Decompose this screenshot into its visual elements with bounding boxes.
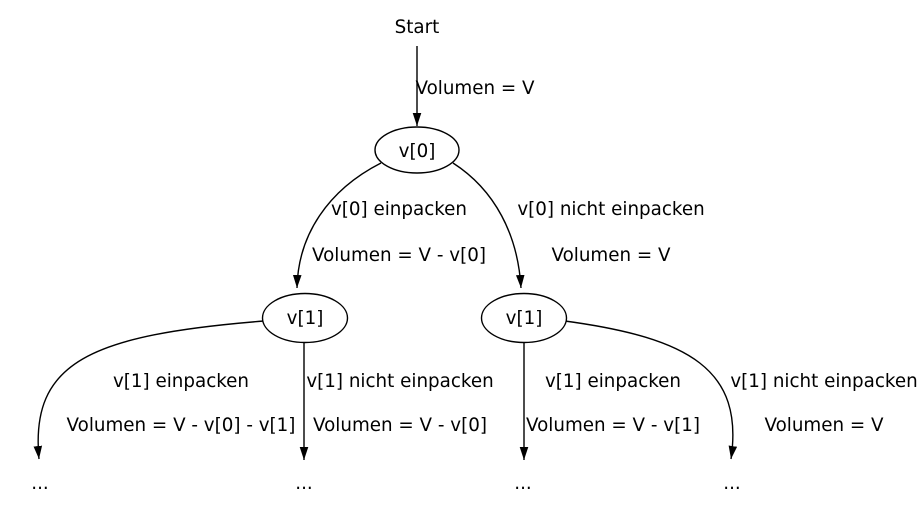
node-leaf2-label: ... [295, 473, 312, 494]
node-v0-ellipse [374, 126, 460, 174]
node-v0-label: v[0] [399, 141, 436, 162]
edge-label-v0-right-action: v[0] nicht einpacken [517, 199, 704, 220]
edge-label-v1r-right-volume: Volumen = V [764, 415, 884, 436]
node-v1-right-label: v[1] [506, 308, 543, 329]
node-leaf3-label: ... [514, 473, 531, 494]
edge-label-v0-right-volume: Volumen = V [551, 245, 671, 266]
edge-label-v1r-right-action: v[1] nicht einpacken [730, 371, 917, 392]
edge-label-v1l-left-action: v[1] einpacken [113, 371, 249, 392]
edge-label-v1r-left-volume: Volumen = V - v[1] [526, 415, 700, 436]
node-v1-right-ellipse [480, 292, 568, 344]
node-leaf1-label: ... [31, 473, 48, 494]
node-leaf4-label: ... [723, 473, 740, 494]
node-v1-left-ellipse [261, 292, 349, 344]
edge-label-v0-left-action: v[0] einpacken [331, 199, 467, 220]
edge-label-v1r-left-action: v[1] einpacken [545, 371, 681, 392]
edge-label-v1l-left-volume: Volumen = V - v[0] - v[1] [67, 415, 296, 436]
edge-v0-to-v1-left [292, 162, 382, 289]
edge-label-v0-left-volume: Volumen = V - v[0] [312, 245, 486, 266]
edge-label-v1l-right-volume: Volumen = V - v[0] [313, 415, 487, 436]
edge-v0-to-v1-right [452, 162, 525, 289]
edge-v1-left-to-leaf1 [33, 320, 265, 460]
node-start-label: Start [395, 17, 440, 38]
edge-v1-right-to-leaf4 [564, 320, 738, 460]
node-v1-left-label: v[1] [287, 308, 324, 329]
edge-label-v1l-right-action: v[1] nicht einpacken [306, 371, 493, 392]
edge-label-start-v0-volume: Volumen = V [415, 78, 535, 99]
